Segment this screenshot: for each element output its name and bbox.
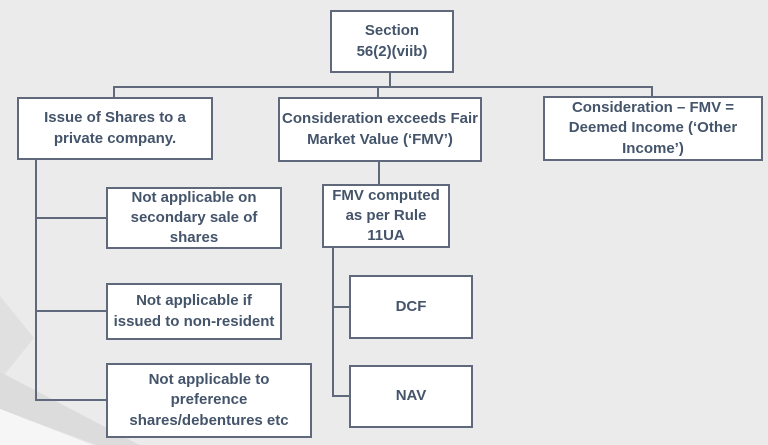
node-fmv-rule-11ua-label: FMV computed as per Rule 11UA — [332, 186, 440, 245]
connector-fmv-trunk — [332, 248, 334, 397]
connector-drop-issue — [113, 86, 115, 98]
node-consideration-exceeds-fmv-label: Consideration exceeds Fair Market Value … — [282, 110, 478, 148]
node-not-applicable-secondary-sale-label: Not applicable on secondary sale of shar… — [130, 188, 258, 247]
connector-consideration-fmv — [378, 162, 380, 184]
node-fmv-rule-11ua: FMV computed as per Rule 11UA — [322, 184, 450, 248]
node-consideration-exceeds-fmv: Consideration exceeds Fair Market Value … — [278, 97, 482, 162]
node-issue-of-shares-label: Issue of Shares to a private company. — [44, 109, 186, 147]
node-not-applicable-secondary-sale: Not applicable on secondary sale of shar… — [106, 187, 282, 249]
decorative-chevron-shape — [0, 296, 34, 380]
node-nav-label: NAV — [395, 387, 427, 405]
connector-branch-nav — [332, 395, 349, 397]
node-dcf: DCF — [349, 275, 473, 339]
connector-branch-nonresident — [35, 310, 106, 312]
node-nav: NAV — [349, 365, 473, 428]
node-dcf-label: DCF — [395, 297, 427, 315]
connector-root-stem — [389, 73, 391, 87]
node-deemed-income: Consideration – FMV = Deemed Income (‘Ot… — [543, 96, 763, 161]
node-deemed-income-label: Consideration – FMV = Deemed Income (‘Ot… — [568, 99, 738, 157]
connector-drop-deemed — [651, 86, 653, 97]
node-not-applicable-preference-label: Not applicable to preference shares/debe… — [129, 371, 289, 429]
node-not-applicable-nonresident-label: Not applicable if issued to non-resident — [113, 292, 275, 330]
connector-issue-trunk — [35, 160, 37, 401]
connector-drop-consideration — [377, 86, 379, 98]
connector-branch-secondary — [35, 217, 106, 219]
connector-branch-preference — [35, 399, 106, 401]
connector-branch-dcf — [332, 306, 349, 308]
node-section-56-2-viib: Section 56(2)(viib) — [330, 10, 454, 73]
node-section-56-2-viib-label: Section 56(2)(viib) — [356, 22, 428, 60]
node-not-applicable-preference: Not applicable to preference shares/debe… — [106, 363, 312, 438]
node-issue-of-shares: Issue of Shares to a private company. — [17, 97, 213, 160]
connector-top-horizontal — [113, 86, 653, 88]
node-not-applicable-nonresident: Not applicable if issued to non-resident — [106, 283, 282, 340]
